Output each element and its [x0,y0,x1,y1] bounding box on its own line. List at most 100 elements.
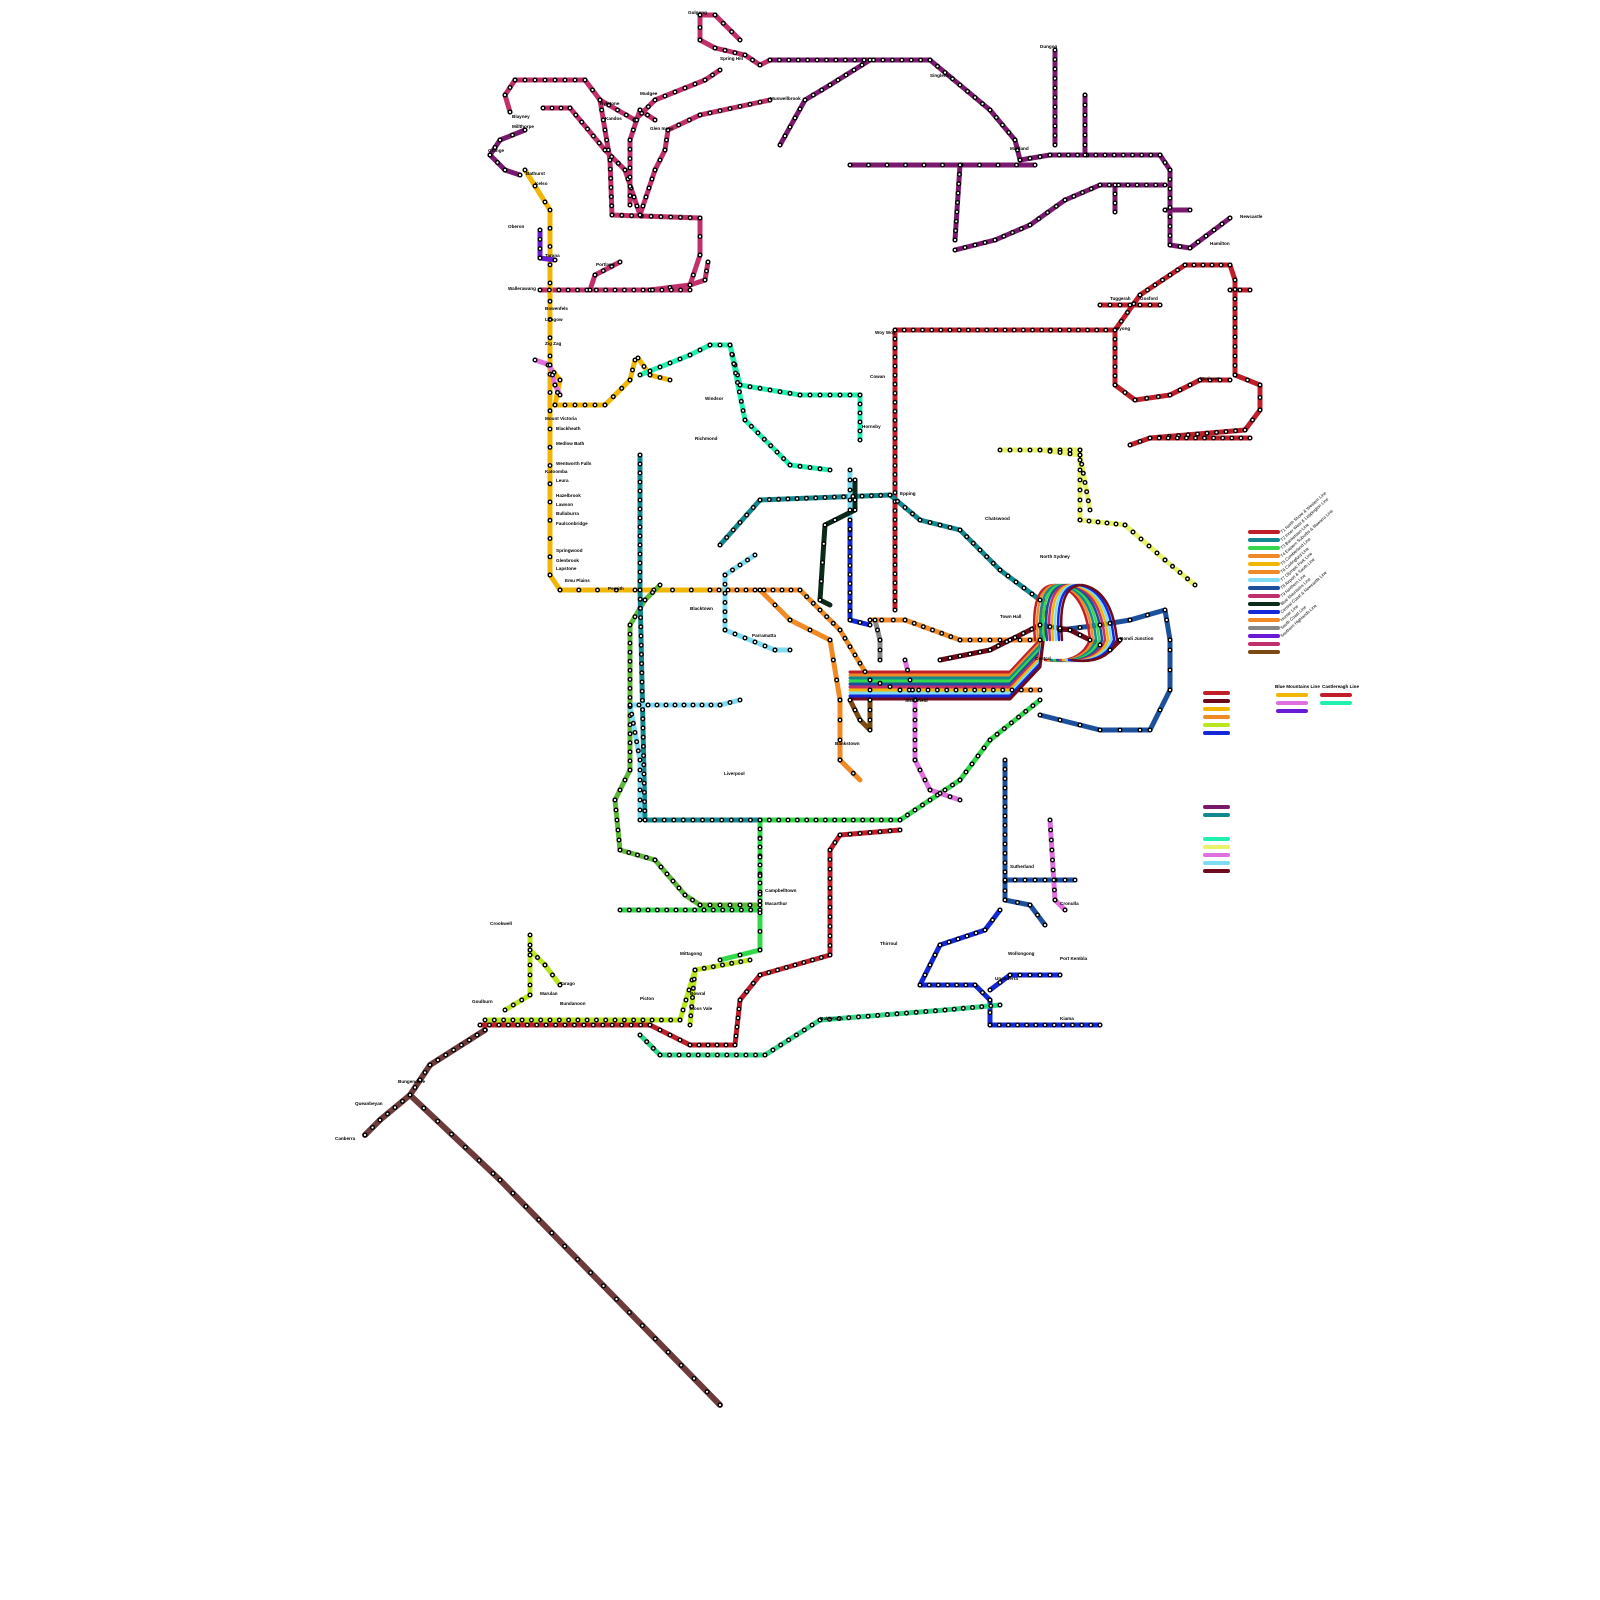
station-marker [807,392,813,398]
station-label: Mittagong [680,951,702,956]
station-marker [659,287,665,293]
station-marker [801,1027,807,1033]
station-marker [781,456,787,462]
station-marker [997,980,1003,986]
route-magenta-3 [540,105,643,218]
station-marker [847,644,853,650]
station-marker [641,753,647,759]
station-marker [547,280,553,286]
station-marker [1018,687,1024,693]
station-marker [857,428,863,434]
station-marker [1037,154,1043,160]
station-marker [657,364,663,370]
station-marker [690,985,696,991]
station-marker [804,817,810,823]
station-label: Bondi Junction [1120,636,1154,641]
station-marker [547,353,553,359]
station-label: Bullaburra [556,511,579,516]
station-marker [847,553,853,559]
station-marker [761,436,767,442]
station-marker [1032,877,1038,883]
station-marker [1027,902,1033,908]
station-marker [766,497,772,503]
station-marker [635,355,641,361]
station-marker [1194,431,1200,437]
city-loop-line-3 [1042,583,1101,663]
station-marker [748,423,754,429]
station-marker [979,1004,985,1010]
station-marker [1036,216,1042,222]
station-marker [1112,327,1118,333]
station-marker [877,637,883,643]
station-marker [637,1032,643,1038]
station-marker [690,897,696,903]
station-marker [1069,1022,1075,1028]
station-marker [897,817,903,823]
station-marker [892,336,898,342]
station-label: Leura [556,478,569,483]
station-marker [925,687,931,693]
station-marker [847,162,853,168]
station-marker [892,508,898,514]
station-marker [1093,152,1099,158]
station-marker [794,817,800,823]
station-marker [532,183,538,189]
station-marker [955,936,961,942]
station-marker [617,847,623,853]
station-marker [1232,287,1238,293]
station-marker [737,697,743,703]
station-marker [981,745,987,751]
station-marker [938,327,944,333]
station-label: Blacktown [690,606,713,611]
station-marker [1112,191,1118,197]
station-marker [970,540,976,546]
station-marker [700,817,706,823]
station-marker [637,569,643,575]
station-marker [622,777,628,783]
station-marker [519,1017,525,1023]
station-marker [677,356,683,362]
station-marker [1037,637,1043,643]
station-marker [892,463,898,469]
station-marker [634,739,640,745]
station-marker [964,933,970,939]
station-marker [435,1118,441,1124]
station-marker [747,384,753,390]
station-label: Macarthur [765,901,787,906]
station-marker [980,101,986,107]
station-marker [477,1022,483,1028]
station-marker [1060,1022,1066,1028]
station-marker [637,578,643,584]
station-marker [697,902,703,908]
station-marker [575,1256,581,1262]
station-marker [935,63,941,69]
station-marker [1052,85,1058,91]
station-label: Lawson [556,502,573,507]
station-marker [843,72,849,78]
station-marker [972,982,978,988]
station-marker [1192,582,1198,588]
station-marker [867,697,873,703]
station-marker [639,697,645,703]
station-marker [657,375,663,381]
station-marker [728,817,734,823]
station-marker [827,467,833,473]
station-label: Woy Woy [875,330,896,335]
station-marker [1082,152,1088,158]
station-marker [490,1170,496,1176]
station-marker [1137,727,1143,733]
station-marker [859,62,865,68]
station-marker [644,1039,650,1045]
station-marker [956,327,962,333]
station-marker [810,600,816,606]
station-marker [920,624,926,630]
station-marker [939,630,945,636]
station-marker [537,236,543,242]
station-marker [733,370,739,376]
route-yellow-28 [545,357,638,408]
station-label: Bowral [690,991,705,996]
station-marker [827,637,833,643]
station-marker [797,392,803,398]
station-marker [738,959,744,965]
station-marker [1047,152,1053,158]
